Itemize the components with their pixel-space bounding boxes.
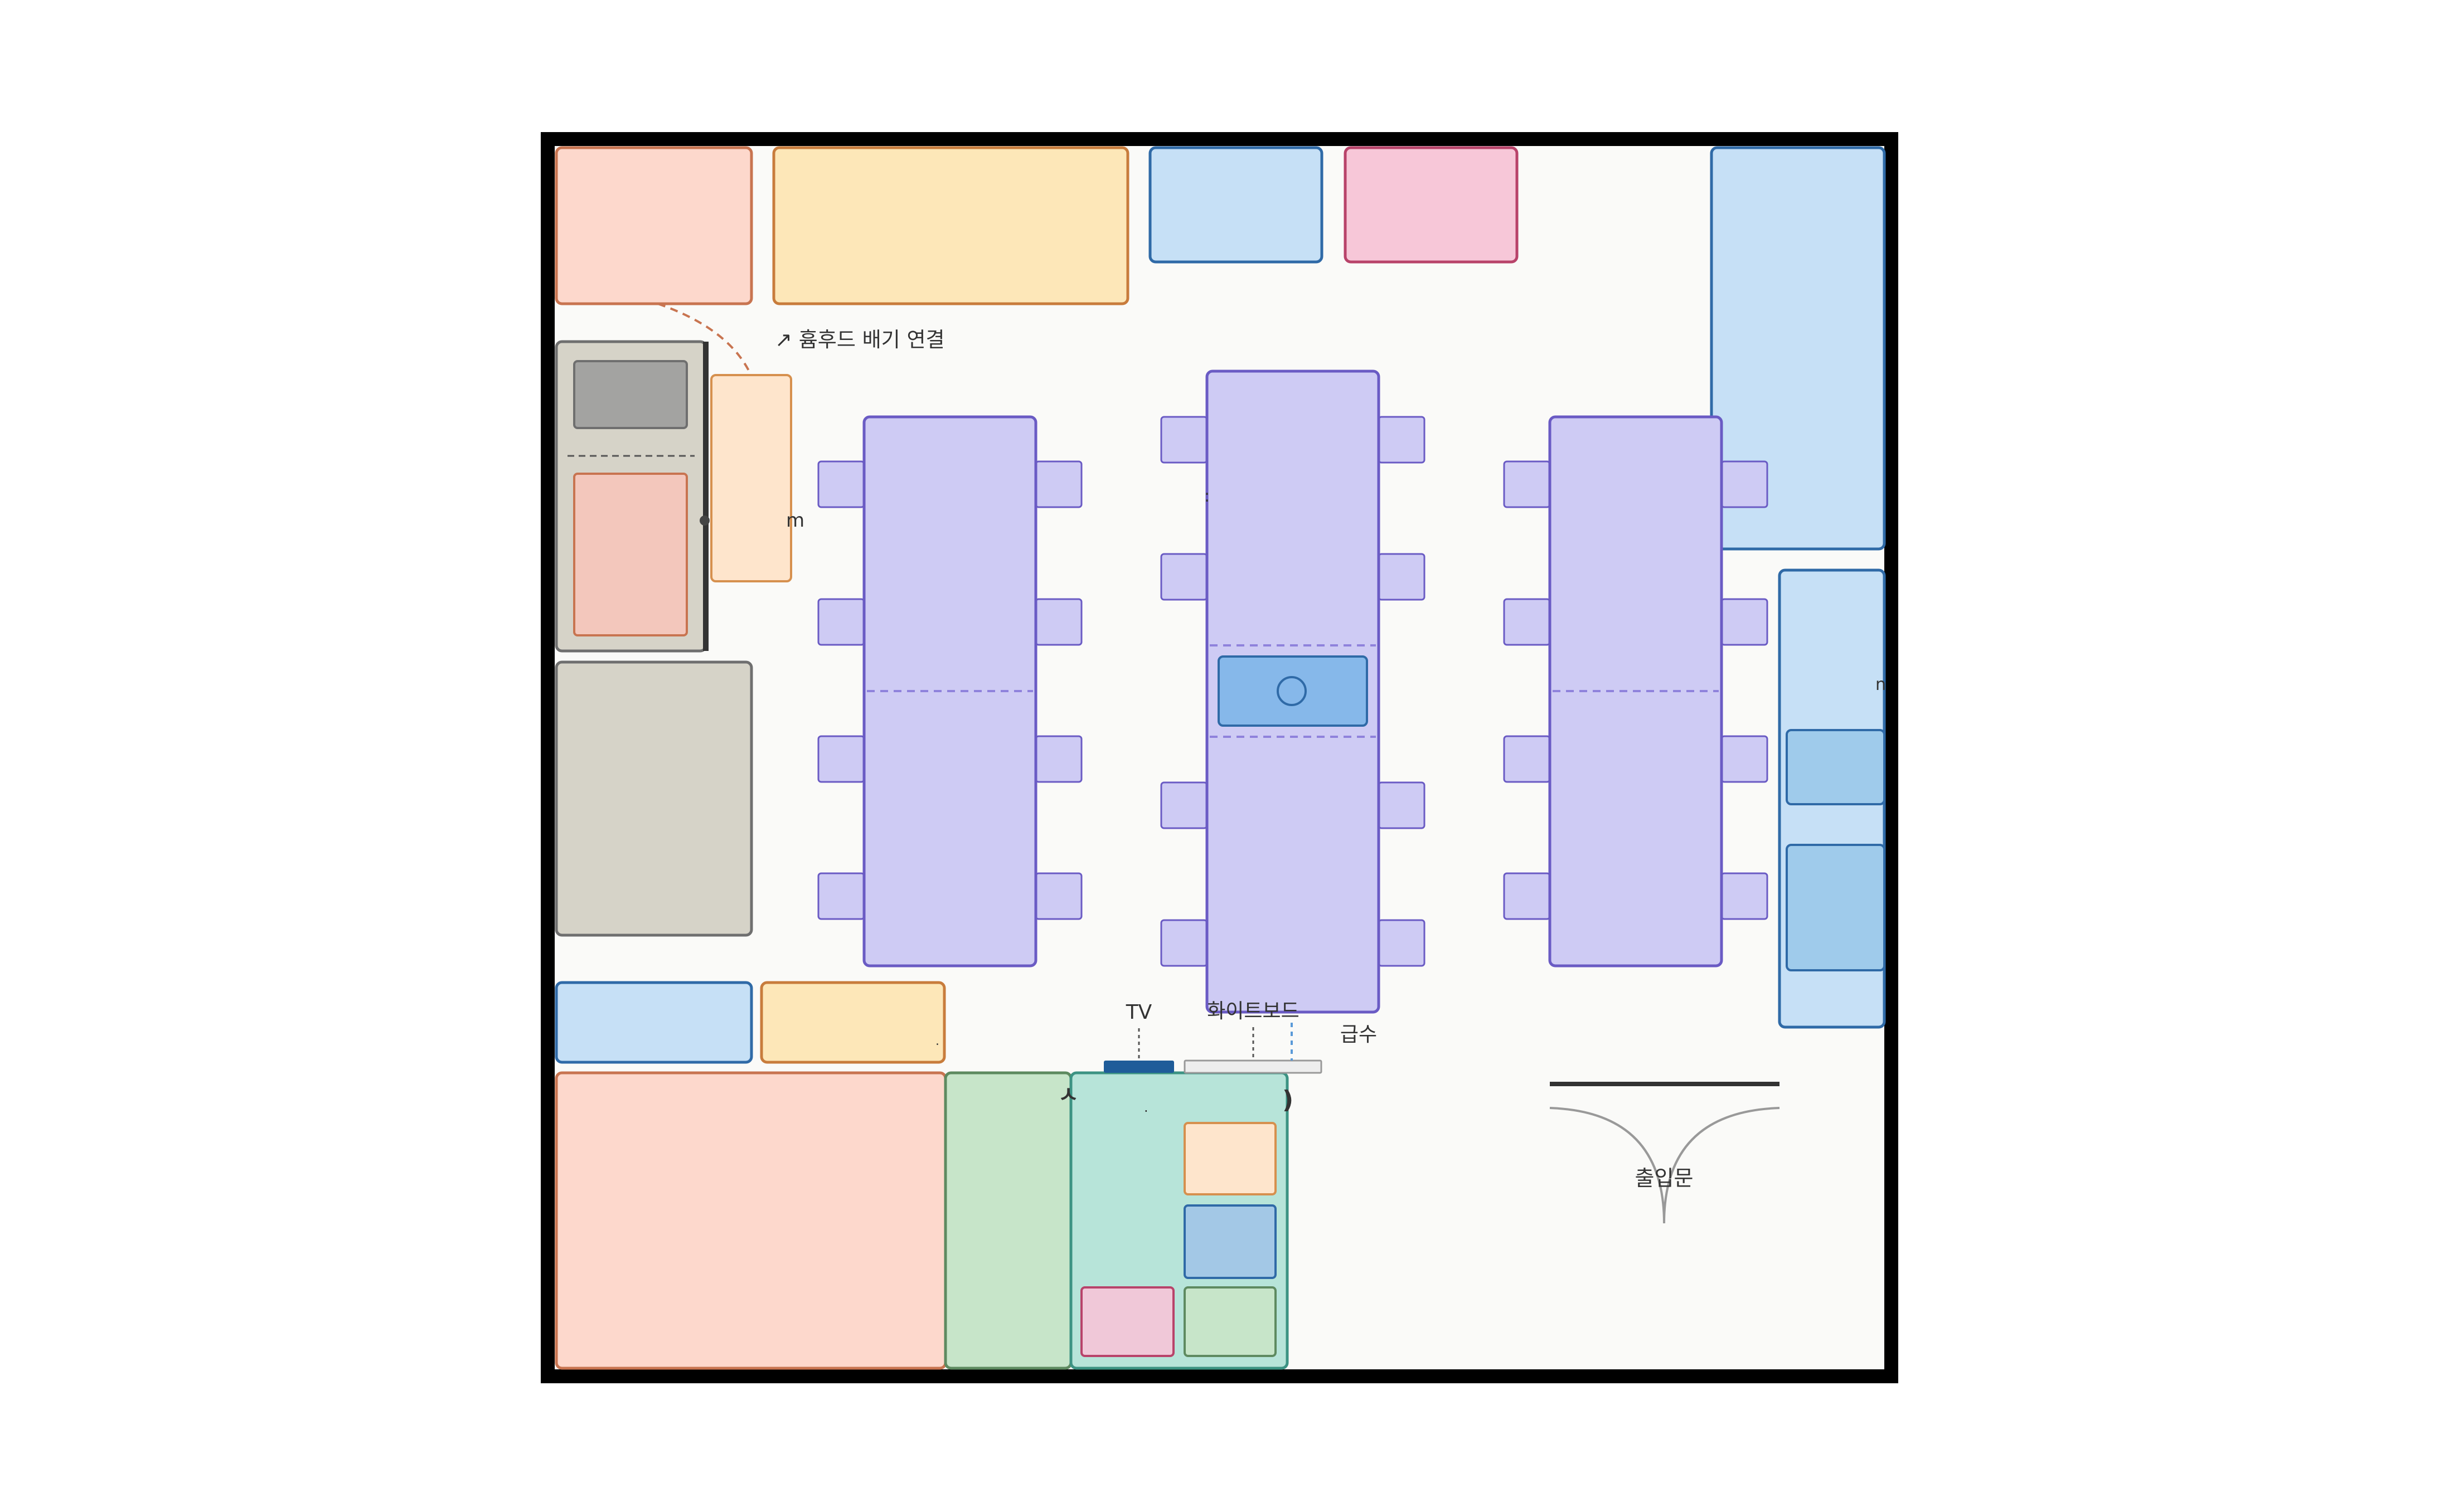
top-blue-cabinet	[1148, 146, 1323, 264]
water-supply-label: 급수	[1340, 1023, 1377, 1046]
sink-basin	[1218, 655, 1368, 727]
top-right-blue-storage	[1710, 146, 1886, 551]
stool	[1720, 735, 1768, 783]
fume-hood-work-surface	[573, 473, 688, 636]
whiteboard-label: 화이트보드	[1207, 1000, 1299, 1023]
left-gray-counter	[555, 660, 753, 937]
fume-hood-top-panel	[573, 360, 688, 429]
stool	[1378, 416, 1425, 464]
fume-hood-handle	[700, 516, 710, 526]
whiteboard-icon	[1184, 1059, 1322, 1074]
teal-station-peach-bin	[1184, 1122, 1277, 1195]
bottom-left-yellow-cabinet	[760, 981, 946, 1064]
hood-exhaust-line	[657, 303, 753, 377]
stool	[817, 598, 865, 646]
teal-station-blue-bin	[1184, 1204, 1277, 1279]
bottom-fragment-dot: .	[1144, 1100, 1148, 1115]
stool	[1720, 598, 1768, 646]
hood-exhaust-label: ↗ 흄후드 배기 연결	[775, 328, 945, 352]
teal-station-green-bin	[1184, 1286, 1277, 1357]
yellow-cabinet-fragment: .	[935, 1034, 939, 1048]
bottom-left-blue-cabinet	[555, 981, 753, 1064]
stool	[1720, 460, 1768, 508]
stool	[817, 735, 865, 783]
stool	[1503, 460, 1551, 508]
sink-drain-icon	[1277, 676, 1307, 706]
door-swing-icon	[1549, 1107, 1780, 1224]
entrance-label: 출입문	[1635, 1166, 1694, 1190]
side-cart	[710, 374, 792, 582]
stool	[1160, 553, 1208, 601]
top-pink-cabinet	[1344, 146, 1519, 264]
bottom-large-salmon-bench	[555, 1071, 947, 1370]
bottom-fragment-paren: )	[1282, 1086, 1293, 1114]
stool	[1035, 460, 1083, 508]
stool	[1378, 919, 1425, 967]
teal-station-pink-bin	[1080, 1286, 1175, 1357]
stool	[1035, 872, 1083, 920]
bottom-fragment-s: ㅅ	[1058, 1082, 1079, 1108]
stool	[1503, 735, 1551, 783]
top-left-cabinet	[555, 146, 753, 305]
lab-bench-center: :	[1160, 370, 1425, 1014]
stool	[1035, 735, 1083, 783]
stool	[1035, 598, 1083, 646]
lab-bench-left	[817, 415, 1083, 968]
stool	[1160, 919, 1208, 967]
right-cabinet-fragment: n	[1875, 675, 1886, 694]
right-cabinet-upper-bin	[1786, 729, 1885, 805]
stool	[1160, 781, 1208, 829]
stool	[1720, 872, 1768, 920]
lab-bench-right	[1503, 415, 1768, 968]
right-cabinet-lower-bin	[1786, 844, 1885, 971]
center-bench-fragment: :	[1204, 487, 1210, 506]
stool	[817, 460, 865, 508]
stool	[817, 872, 865, 920]
stool	[1378, 781, 1425, 829]
stool	[1160, 416, 1208, 464]
tv-icon	[1104, 1061, 1174, 1073]
stool	[1503, 872, 1551, 920]
bottom-green-cabinet	[944, 1071, 1073, 1370]
stool	[1503, 598, 1551, 646]
top-storage-counter	[772, 146, 1129, 305]
stool	[1378, 553, 1425, 601]
side-cart-fragment: m	[786, 509, 804, 532]
tv-label: TV	[1126, 1001, 1152, 1024]
